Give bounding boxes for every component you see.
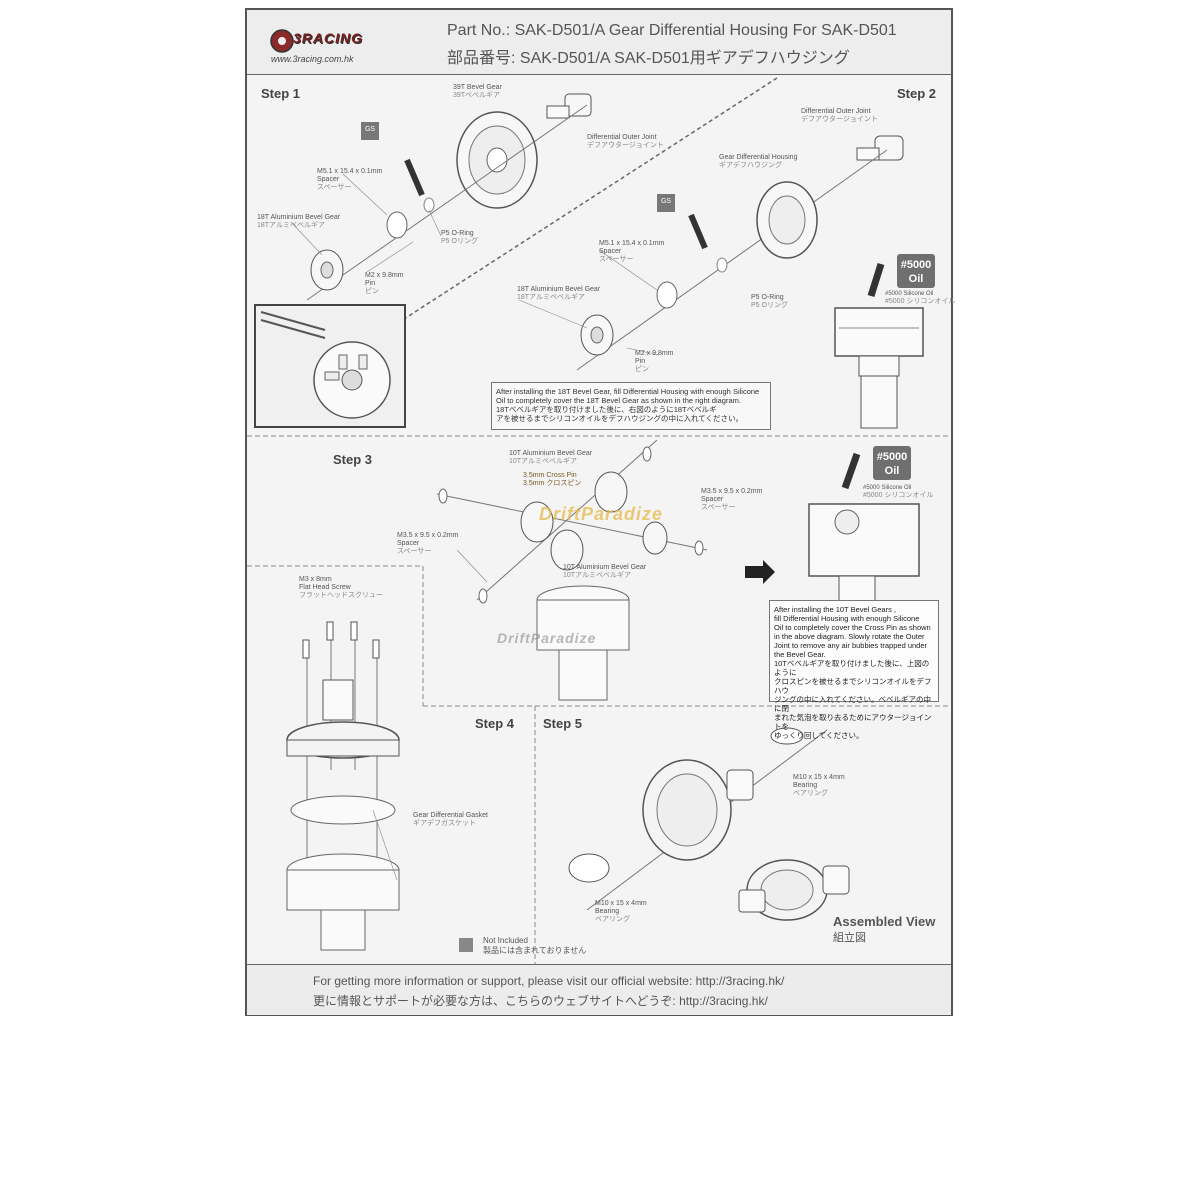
part-title-jp: 部品番号: SAK-D501/A SAK-D501用ギアデフハウジング [447,50,850,67]
grease-gs-icon-2: GS [657,194,675,212]
step-3-label: Step 3 [333,452,373,467]
assembly-diagrams [247,77,951,964]
step-5-label: Step 5 [543,716,583,731]
watermark-text: DriftParadize [497,630,597,646]
footer-website-en: For getting more information or support,… [313,974,785,988]
note-step2: After installing the 18T Bevel Gear, fil… [491,382,771,430]
note-step3: After installing the 10T Bevel Gears ,fi… [769,600,939,740]
assembled-view-label: Assembled View 組立図 [833,914,936,944]
brand-name: 3RACING [293,30,364,46]
grease-gs-icon-1: GS [361,122,379,140]
instruction-sheet: 3RACING www.3racing.com.hk Part No.: SAK… [245,8,956,1016]
label-silicone-oil-2: #5000 Silicone Oil#5000 シリコンオイル [863,485,934,499]
step-2-label: Step 2 [897,86,937,101]
footer-website-jp: 更に情報とサポートが必要な方は、こちらのウェブサイトへどうぞ: http://3… [313,994,768,1008]
logo-gear-icon [270,29,294,53]
label-silicone-oil-1: #5000 Silicone Oil#5000 シリコンオイル [885,291,956,305]
brand-website: www.3racing.com.hk [271,54,354,64]
sheet-footer [247,964,951,1015]
sheet-header [247,10,951,75]
step-4-label: Step 4 [475,716,515,731]
step-1-label: Step 1 [261,86,301,101]
brand-logo: 3RACING [269,28,409,54]
part-title-en: Part No.: SAK-D501/A Gear Differential H… [447,22,897,39]
not-included-swatch [459,938,473,952]
watermark-logo: DriftParadize [539,504,664,524]
